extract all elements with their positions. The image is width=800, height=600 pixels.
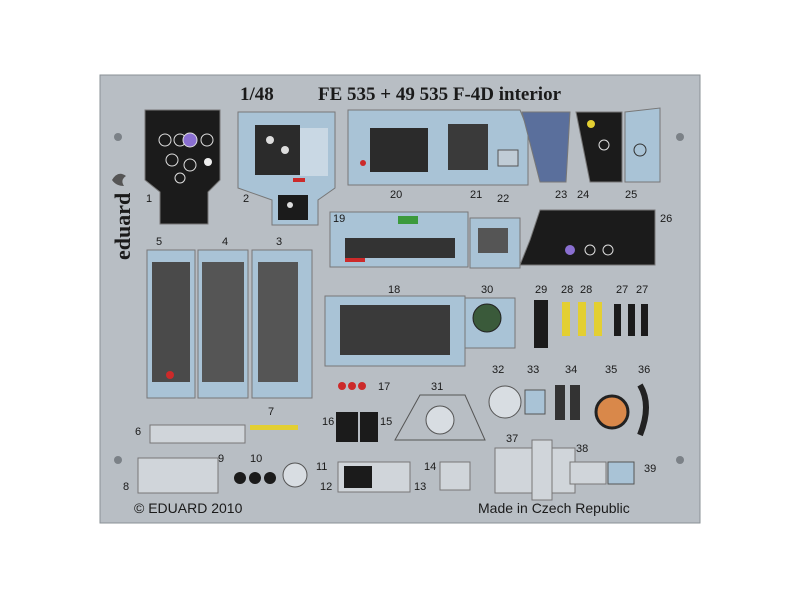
part-27-black-handles	[614, 304, 648, 336]
part-32-ring	[488, 385, 522, 419]
mount-hole-icon	[114, 133, 122, 141]
part-number: 38	[576, 443, 588, 455]
part-number: 17	[378, 381, 390, 393]
part-30-radar-scope	[464, 297, 516, 349]
part-number: 27	[636, 284, 648, 296]
part-33-bracket	[524, 389, 546, 415]
part-35-orange-disc	[594, 394, 630, 430]
part-16-15-switch-panels	[336, 412, 378, 442]
part-number: 39	[644, 463, 656, 475]
brand-emblem-icon	[112, 173, 126, 186]
part-number: 32	[492, 364, 504, 376]
part-number: 13	[414, 481, 426, 493]
part-4-side-console	[197, 249, 249, 399]
part-number: 11	[316, 461, 327, 473]
part-number: 33	[527, 364, 539, 376]
part-number: 31	[431, 381, 443, 393]
scale-label: 1/48	[240, 84, 274, 105]
part-number: 10	[250, 453, 262, 465]
part-5-side-console	[146, 249, 196, 399]
part-number: 16	[322, 416, 334, 428]
part-24-black-panel	[575, 111, 623, 183]
part-number: 15	[380, 416, 392, 428]
part-number: 28	[561, 284, 573, 296]
part-number: 6	[135, 426, 141, 438]
origin-text: Made in Czech Republic	[478, 500, 630, 516]
part-number: 20	[390, 189, 402, 201]
part-34-rails	[555, 385, 580, 420]
part-3-side-console	[251, 249, 313, 399]
part-number: 7	[268, 406, 274, 418]
part-19-console-panel	[329, 211, 469, 268]
part-7-yellow-pins	[250, 425, 298, 430]
part-number: 19	[333, 213, 345, 225]
part-2-rear-panel	[237, 111, 336, 226]
part-number: 3	[276, 236, 282, 248]
part-39-plate	[607, 461, 635, 485]
part-number: 23	[555, 189, 567, 201]
mount-hole-icon	[114, 456, 122, 464]
part-17-red-knobs	[338, 382, 366, 390]
part-number: 35	[605, 364, 617, 376]
part-number: 36	[638, 364, 650, 376]
part-38-bracket	[569, 461, 607, 485]
part-36-curved-strip	[637, 383, 649, 437]
part-number: 28	[580, 284, 592, 296]
part-number: 34	[565, 364, 577, 376]
part-number: 1	[146, 193, 152, 205]
part-number: 22	[497, 193, 509, 205]
part-23-side-panel	[521, 111, 571, 183]
part-number: 24	[577, 189, 589, 201]
part-number: 4	[222, 236, 228, 248]
copyright-text: © EDUARD 2010	[134, 500, 243, 516]
part-number: 21	[470, 189, 482, 201]
part-20-21-main-panel	[347, 109, 529, 186]
part-14-panel	[439, 461, 471, 491]
part-number: 9	[218, 453, 224, 465]
part-number: 25	[625, 189, 637, 201]
part-29-switch	[534, 300, 548, 348]
part-number: 8	[123, 481, 129, 493]
brand-logo-text: eduard	[110, 193, 135, 260]
part-31-frame	[394, 394, 486, 441]
part-6-strip	[149, 424, 246, 444]
part-22-console-panel	[469, 217, 521, 269]
kit-title: FE 535 + 49 535 F-4D interior	[318, 84, 562, 105]
part-number: 37	[506, 433, 518, 445]
part-number: 26	[660, 213, 672, 225]
mount-hole-icon	[676, 133, 684, 141]
part-number: 27	[616, 284, 628, 296]
mount-hole-icon	[676, 456, 684, 464]
part-number: 12	[320, 481, 332, 493]
part-10-black-knobs	[234, 472, 276, 484]
part-number: 18	[388, 284, 400, 296]
part-number: 14	[424, 461, 436, 473]
part-number: 30	[481, 284, 493, 296]
part-number: 5	[156, 236, 162, 248]
part-1-instrument-panel	[144, 109, 221, 225]
part-18-console-panel	[324, 295, 466, 367]
part-11-ring	[282, 462, 308, 488]
part-12-13-panel	[337, 461, 411, 493]
part-37-frame	[494, 439, 576, 501]
part-26-black-panel	[519, 209, 656, 266]
part-25-panel	[624, 107, 661, 183]
part-number: 2	[243, 193, 249, 205]
part-number: 29	[535, 284, 547, 296]
part-8-9-brackets	[137, 457, 219, 494]
part-28-yellow-handles	[562, 302, 602, 336]
